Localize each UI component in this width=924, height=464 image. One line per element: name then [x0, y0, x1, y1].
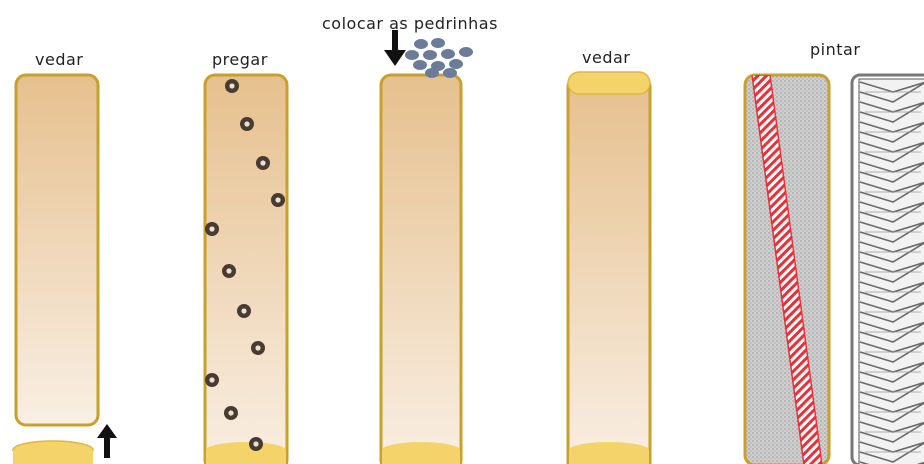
pebble-icon	[449, 59, 463, 69]
tube-6-painted-zigzag	[852, 75, 924, 464]
tube-1	[16, 75, 98, 425]
pebble-icon	[443, 68, 457, 78]
arrow-up-icon	[97, 424, 117, 458]
pebble-icon	[413, 60, 427, 70]
tube-5-painted-stripe	[745, 75, 829, 464]
tube-4	[568, 72, 650, 464]
tube-2	[205, 75, 287, 464]
top-cap-4	[568, 72, 650, 94]
pebble-icon	[405, 50, 419, 60]
pebble-icon	[459, 47, 473, 57]
pebbles	[405, 38, 473, 78]
bottom-cap-1-body	[13, 450, 93, 464]
tube-3	[381, 75, 461, 464]
pebble-icon	[425, 68, 439, 78]
pebble-icon	[414, 39, 428, 49]
arrow-down-icon	[384, 30, 406, 66]
pebble-icon	[423, 50, 437, 60]
pebble-icon	[441, 49, 455, 59]
pebble-icon	[431, 38, 445, 48]
